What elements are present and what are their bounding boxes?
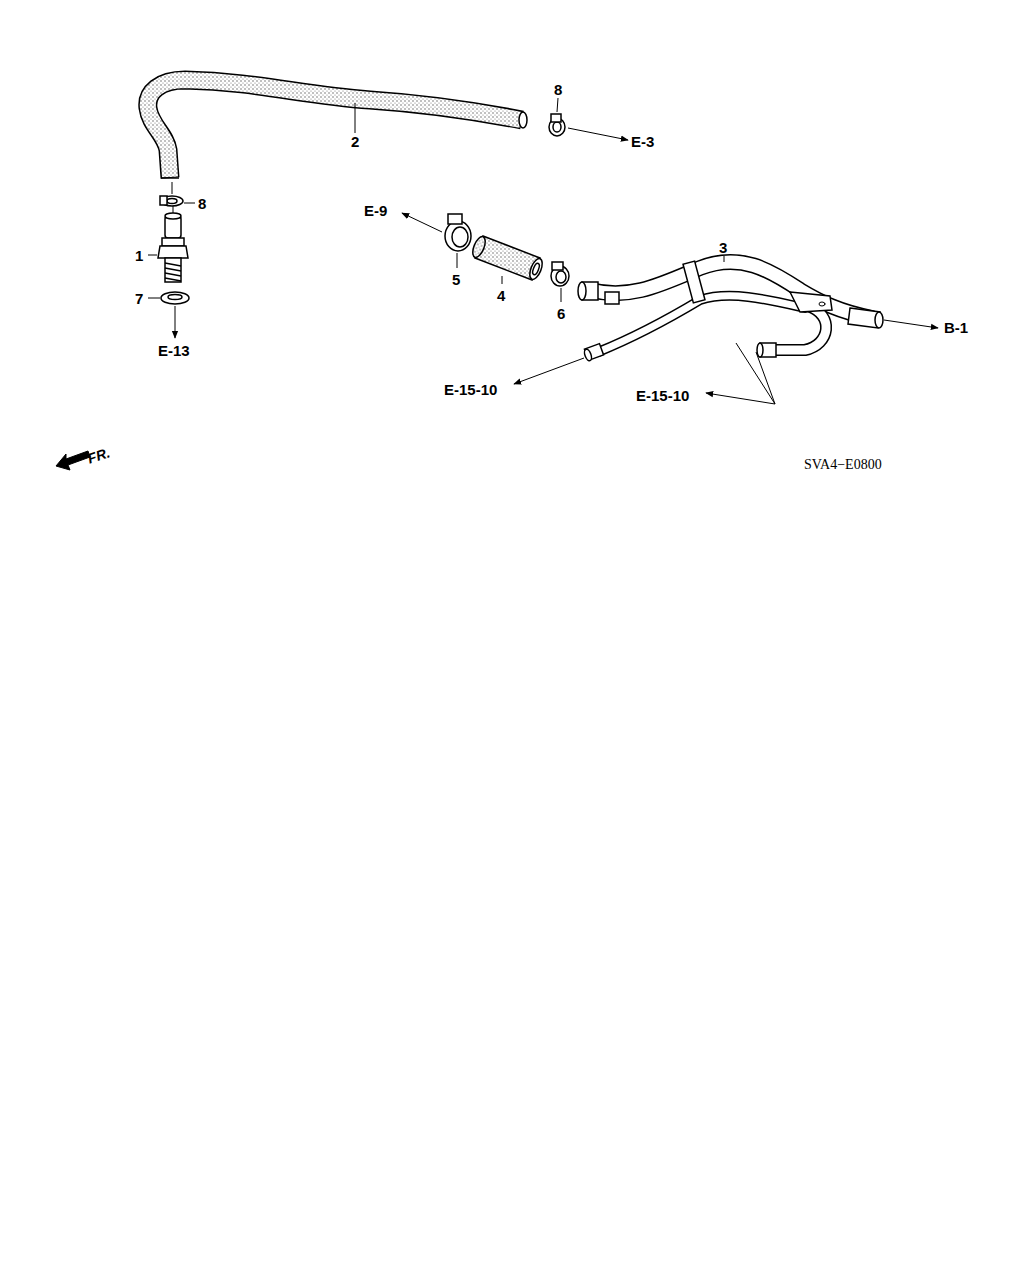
callout-number: 3 xyxy=(719,240,727,255)
hose-clip xyxy=(551,262,569,286)
callout-number: 4 xyxy=(497,288,505,303)
connection-ref: B-1 xyxy=(944,320,968,335)
washer xyxy=(161,292,189,304)
callout-number: 1 xyxy=(135,248,143,263)
callout-number: 7 xyxy=(135,291,143,306)
connection-ref: E-13 xyxy=(158,343,190,358)
hose-clip xyxy=(160,196,183,206)
connection-ref: E-9 xyxy=(364,203,387,218)
short-hose xyxy=(470,235,545,281)
front-arrow xyxy=(56,451,90,470)
front-indicator: FR. xyxy=(86,445,112,465)
hose-clip xyxy=(549,114,565,136)
connection-ref: E-15-10 xyxy=(636,388,689,403)
breather-hose xyxy=(148,80,527,178)
callout-number: 6 xyxy=(557,306,565,321)
hose-clip xyxy=(445,214,471,251)
connection-ref: E-15-10 xyxy=(444,382,497,397)
callout-number: 2 xyxy=(351,134,359,149)
connection-ref: E-3 xyxy=(631,134,654,149)
callout-number: 8 xyxy=(554,82,562,97)
diagram-code: SVA4−E0800 xyxy=(804,458,882,472)
callout-number: 8 xyxy=(198,196,206,211)
callout-number: 5 xyxy=(452,272,460,287)
breather-pipe xyxy=(578,261,883,362)
pcv-valve xyxy=(158,213,188,282)
